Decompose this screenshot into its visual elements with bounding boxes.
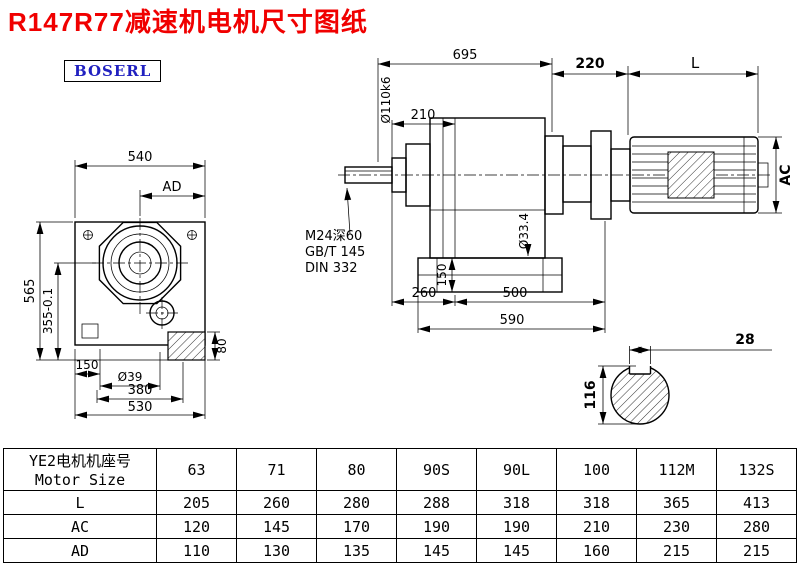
table-cell: 365 [636, 490, 717, 515]
table-cell: 145 [396, 538, 477, 563]
row-label-cell: AC [3, 514, 157, 539]
table-row: AC 120 145 170 190 190 210 230 280 [3, 514, 797, 539]
dim-380-label: 380 [128, 383, 153, 398]
table-row: L 205 260 280 288 318 318 365 413 [3, 490, 797, 515]
table-cell: 215 [716, 538, 797, 563]
table-header-cell: 132S [716, 448, 797, 491]
dim-590-label: 590 [500, 313, 525, 328]
dim-695-label: 695 [453, 48, 478, 63]
dim-355-label: 355-0.1 [41, 288, 55, 334]
table-cell: 190 [476, 514, 557, 539]
table-header-cell: 90L [476, 448, 557, 491]
dim-565-label: 565 [23, 279, 38, 304]
table-header-line2: Motor Size [34, 471, 126, 489]
side-view-drawing: 695 220 L 210 Ø110k6 M24深60 GB/T 145 DIN… [305, 48, 794, 333]
table-cell: 413 [716, 490, 797, 515]
table-cell: 210 [556, 514, 637, 539]
table-cell: 318 [556, 490, 637, 515]
table-cell: 318 [476, 490, 557, 515]
dim-210-label: 210 [411, 108, 436, 123]
dim-150-side-label: 150 [435, 264, 449, 287]
table-cell: 160 [556, 538, 637, 563]
dim-28-label: 28 [735, 332, 754, 348]
table-header-cell: YE2电机机座号 Motor Size [3, 448, 157, 491]
table-header-row: YE2电机机座号 Motor Size 63 71 80 90S 90L 100… [3, 448, 797, 491]
table-header-line1: YE2电机机座号 [28, 452, 132, 470]
dim-80-label: 80 [215, 338, 229, 353]
table-cell: 288 [396, 490, 477, 515]
foot-section-hatch [167, 331, 206, 361]
corner-screw-icon [187, 230, 197, 240]
row-label-cell: L [3, 490, 157, 515]
table-cell: 120 [156, 514, 237, 539]
note-m24-label: M24深60 [305, 229, 362, 244]
dim-AD-label: AD [163, 180, 182, 195]
dim-150-label: 150 [76, 358, 99, 372]
note-gbt145-label: GB/T 145 [305, 245, 365, 260]
table-header-cell: 80 [316, 448, 397, 491]
dim-AC-label: AC [778, 164, 794, 185]
table-cell: 260 [236, 490, 317, 515]
page-title: R147R77减速机电机尺寸图纸 [8, 7, 368, 37]
table-cell: 280 [316, 490, 397, 515]
table-cell: 280 [716, 514, 797, 539]
dim-110k6-label: Ø110k6 [379, 77, 393, 124]
dim-L-label: L [691, 54, 700, 72]
corner-screw-icon [83, 230, 93, 240]
dim-530-label: 530 [128, 400, 153, 415]
dim-260-label: 260 [412, 286, 437, 301]
table-cell: 145 [476, 538, 557, 563]
motor-body [629, 136, 769, 214]
dim-540-label: 540 [128, 150, 153, 165]
table-header-cell: 100 [556, 448, 637, 491]
dim-116-label: 116 [583, 380, 599, 409]
front-view-drawing: 540 AD 565 355-0.1 150 Ø39 380 530 [23, 150, 229, 419]
dim-220-label: 220 [575, 56, 604, 72]
table-cell: 145 [236, 514, 317, 539]
motor-size-table: YE2电机机座号 Motor Size 63 71 80 90S 90L 100… [3, 448, 797, 563]
table-cell: 230 [636, 514, 717, 539]
table-header-cell: 71 [236, 448, 317, 491]
table-row: AD 110 130 135 145 145 160 215 215 [3, 538, 797, 563]
table-cell: 190 [396, 514, 477, 539]
table-cell: 110 [156, 538, 237, 563]
shaft-section-drawing: 28 116 [583, 332, 772, 425]
boserl-logo: BOSERL [64, 60, 162, 82]
dim-500-label: 500 [503, 286, 528, 301]
dim-39-label: Ø39 [118, 370, 143, 384]
table-header-cell: 63 [156, 448, 237, 491]
technical-drawing-svg: 540 AD 565 355-0.1 150 Ø39 380 530 [23, 48, 794, 425]
dim-33-4-label: Ø33.4 [517, 213, 531, 249]
table-header-cell: 90S [396, 448, 477, 491]
table-header-cell: 112M [636, 448, 717, 491]
table-cell: 215 [636, 538, 717, 563]
table-cell: 135 [316, 538, 397, 563]
note-din332-label: DIN 332 [305, 261, 358, 276]
table-cell: 130 [236, 538, 317, 563]
table-cell: 170 [316, 514, 397, 539]
row-label-cell: AD [3, 538, 157, 563]
table-cell: 205 [156, 490, 237, 515]
